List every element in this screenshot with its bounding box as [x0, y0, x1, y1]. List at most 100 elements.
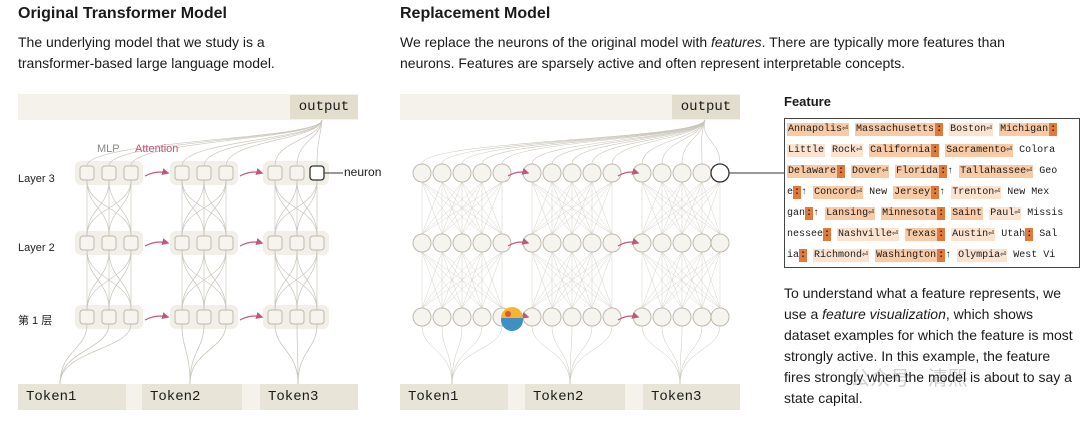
feature-token: ↑: [813, 208, 820, 219]
left-output-box: output: [290, 95, 358, 119]
highlighted-feature: [710, 163, 730, 183]
token-to-layer-line: [59, 323, 88, 385]
token-to-layer-line: [297, 323, 318, 385]
watermark: 公众号 · 清熙: [850, 368, 968, 390]
feature-token: Nashville⏎: [837, 228, 900, 241]
feature-output-connection: [441, 119, 706, 165]
neuron-square: [218, 235, 234, 251]
feature-connection: [421, 181, 443, 235]
feature-token: Jersey: [893, 186, 932, 199]
attention-arrow: [239, 312, 264, 321]
feature-token: West: [1013, 250, 1038, 261]
feature-token-line: [531, 325, 571, 385]
feature-visualization-panel: Annapolis⏎ Massachusetts: Boston⏎ Michig…: [784, 118, 1080, 268]
mlp-connection: [108, 249, 132, 311]
feature-output-connection: [611, 119, 706, 165]
feature-token: Sal: [1039, 229, 1058, 240]
feature-token: New: [869, 187, 888, 198]
output-connection: [203, 119, 323, 167]
feature-connection: [531, 181, 613, 235]
feature-connection: [681, 251, 703, 309]
mlp-connection: [274, 249, 318, 311]
feature-output-connection: [661, 119, 706, 165]
neuron-square: [174, 165, 190, 181]
token-to-layer-line: [274, 323, 299, 385]
legend-attention: Attention: [135, 143, 179, 155]
feature-connection: [701, 251, 721, 309]
attention-arrow: [239, 168, 264, 177]
feature-connection: [551, 181, 613, 235]
attention-arrow: [144, 312, 170, 321]
neuron-square: [123, 309, 139, 325]
feature-token: New: [1007, 187, 1026, 198]
mlp-connection: [181, 249, 227, 311]
feature-token: Boston⏎: [949, 123, 994, 136]
neuron-square: [267, 309, 283, 325]
feature-connection: [661, 251, 703, 309]
feature-token: ↑: [801, 187, 808, 198]
feature-token: :: [937, 228, 946, 241]
feature-attention-arrow: [617, 311, 640, 321]
feature-token: Geo: [1039, 166, 1058, 177]
feature-circle: [672, 233, 692, 253]
feature-token: Annapolis⏎: [787, 123, 850, 136]
feature-token-line: [641, 325, 681, 385]
feature-token-line: [441, 325, 453, 385]
feature-circle: [542, 307, 562, 327]
mlp-connection: [86, 179, 132, 237]
right-description-post: . There are typically more features than…: [400, 34, 1005, 71]
feature-token: :: [935, 123, 944, 136]
feature-token: Washington: [875, 249, 938, 262]
legend-mlp: MLP: [97, 143, 120, 155]
feature-token: Rock⏎: [831, 144, 864, 157]
feature-circle: [652, 163, 672, 183]
neuron-square: [309, 235, 325, 251]
output-connection: [296, 119, 323, 167]
feature-connection: [441, 181, 503, 235]
feature-token-line: [569, 325, 613, 385]
feature-circle: [472, 163, 492, 183]
token-to-layer-line: [181, 323, 191, 385]
feature-circle: [602, 163, 622, 183]
mlp-connection: [108, 179, 132, 237]
left-token-2: Token2: [142, 384, 242, 410]
feature-token: :: [937, 249, 946, 262]
feature-connection: [481, 251, 503, 309]
feature-example-row: Little Rock⏎ California: Sacramento⏎ Col…: [785, 140, 1079, 161]
feature-circle: [542, 233, 562, 253]
feature-circle: [672, 163, 692, 183]
feature-token: Richmond⏎: [813, 249, 870, 262]
mlp-connection: [274, 179, 298, 237]
feature-connection: [531, 251, 613, 309]
feature-connection: [531, 251, 573, 309]
output-connection: [86, 119, 323, 167]
neuron-square: [174, 235, 190, 251]
feature-token: ia: [787, 250, 800, 261]
feature-token-line: [679, 325, 703, 385]
feature-token: gan: [787, 208, 806, 219]
mlp-connection: [181, 179, 205, 237]
feature-token: :: [939, 165, 948, 178]
mlp-connection: [296, 179, 318, 237]
token-to-layer-line: [189, 323, 227, 385]
output-connection: [225, 119, 323, 167]
feature-token-line: [451, 325, 483, 385]
feature-token: ↑: [939, 187, 946, 198]
feature-token-line: [451, 325, 503, 385]
feature-connection: [421, 251, 503, 309]
feature-token: Little: [787, 144, 826, 157]
feature-circle: [602, 233, 622, 253]
feature-circle: [692, 163, 712, 183]
right-token-2: Token2: [525, 384, 625, 410]
feature-attention-arrow: [617, 237, 640, 247]
feature-circle: [562, 307, 582, 327]
feature-connection: [441, 251, 503, 309]
feature-circle: [562, 233, 582, 253]
feature-token: :: [931, 186, 940, 199]
feature-connection: [571, 181, 613, 235]
right-description-pre: We replace the neurons of the original m…: [400, 34, 712, 50]
feature-connection: [531, 181, 573, 235]
feature-token: nessee: [787, 229, 824, 240]
feature-token: :: [931, 144, 940, 157]
feature-token: Texas: [905, 228, 938, 241]
